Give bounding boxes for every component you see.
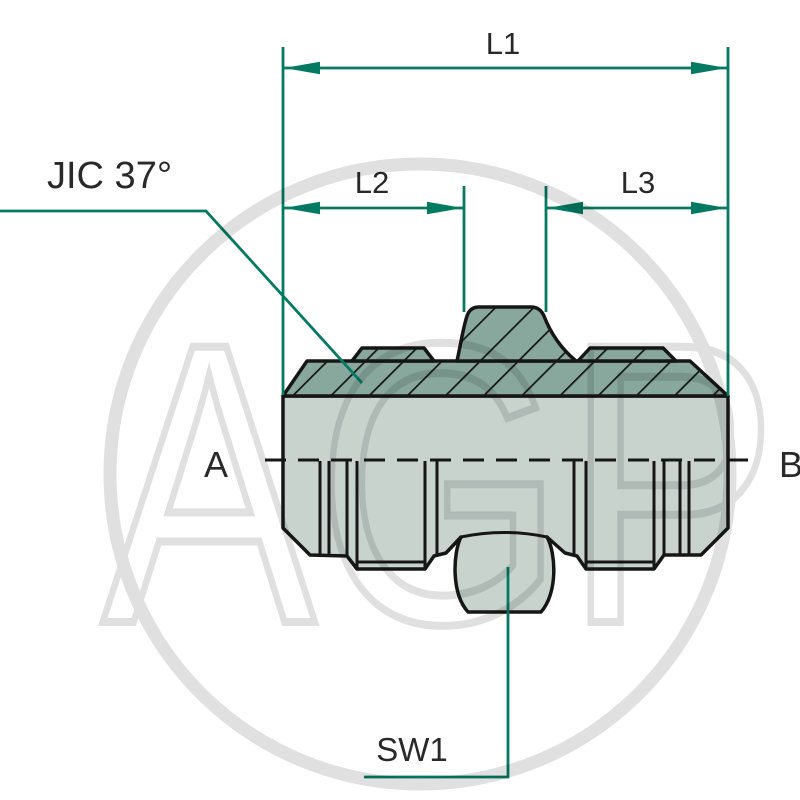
port-a-label: A xyxy=(204,444,228,485)
thread-callout-label: JIC 37° xyxy=(47,155,172,197)
watermark-circle xyxy=(103,157,737,791)
wrench-size-label: SW1 xyxy=(376,731,448,768)
fitting-body xyxy=(265,305,750,614)
callout-thread-type: JIC 37° xyxy=(0,155,364,384)
section-collar-right xyxy=(576,346,678,363)
watermark: AGP xyxy=(99,157,781,791)
dim-l3-label: L3 xyxy=(621,165,655,200)
section-thread-band xyxy=(281,359,730,398)
hex-lobe-arc xyxy=(460,531,548,539)
port-b-label: B xyxy=(779,444,800,485)
watermark-text: AGP xyxy=(102,260,778,707)
section-collar-left xyxy=(350,346,436,363)
section-hex xyxy=(455,305,578,363)
dim-l1-label: L1 xyxy=(486,26,520,61)
thread-detail-lines xyxy=(318,461,691,568)
dimension-l1: L1 xyxy=(281,26,730,396)
fitting-body-lower-silhouette xyxy=(281,394,730,614)
